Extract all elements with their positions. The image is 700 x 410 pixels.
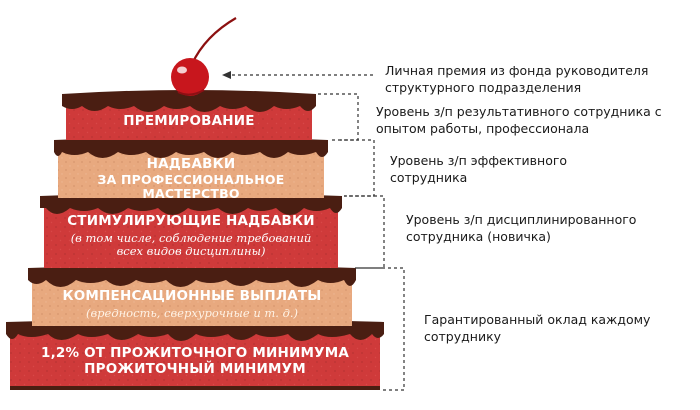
tier-4-note: (вредность, сверхурочные и т. д.) (85, 305, 299, 320)
tier-3-label: Стимулирующие надбавки (в том числе, соб… (60, 213, 322, 258)
annotation-personal-bonus: Личная премия из фонда руководителя стру… (385, 63, 649, 95)
annotation-effective: Уровень з/п эффективного сотрудника (390, 153, 568, 185)
tier-5-title: 1,2% от прожиточного минимума (40, 345, 350, 361)
tier-4-layer (28, 265, 356, 326)
level-brackets (318, 93, 405, 391)
cherry-pointer-arrow (222, 71, 374, 79)
tier-3-note: (в том числе, соблюдение требований всех… (70, 230, 312, 258)
tier-2-label: Надбавки за профессиональное мастерство (58, 156, 324, 201)
tier-1-title: Премирование (123, 113, 255, 129)
annotation-disciplined: Уровень з/п дисциплинированного сотрудни… (406, 212, 637, 244)
cherry-icon (171, 17, 237, 96)
tier-1-label: Премирование (66, 113, 312, 130)
tier-4-title: Компенсационные выплаты (62, 288, 322, 304)
tier-5-subtitle: Прожиточный минимум (84, 360, 306, 377)
tier-5-layer (6, 319, 384, 390)
annotation-effective-pro: Уровень з/п результативного сотрудника с… (376, 104, 662, 136)
tier-4-label: Компенсационные выплаты (вредность, свер… (40, 288, 344, 320)
tier-5-label: 1,2% от прожиточного минимума Прожиточны… (10, 345, 380, 377)
tier-2-title: Надбавки (146, 156, 236, 172)
tier-1-layer (62, 90, 316, 140)
tier-3-layer (40, 193, 342, 268)
tier-2-layer (54, 137, 328, 198)
tier-3-title: Стимулирующие надбавки (67, 213, 315, 229)
annotation-guaranteed: Гарантированный оклад каждому сотруднику (424, 312, 651, 344)
tier-2-subtitle: за профессиональное мастерство (97, 171, 285, 201)
